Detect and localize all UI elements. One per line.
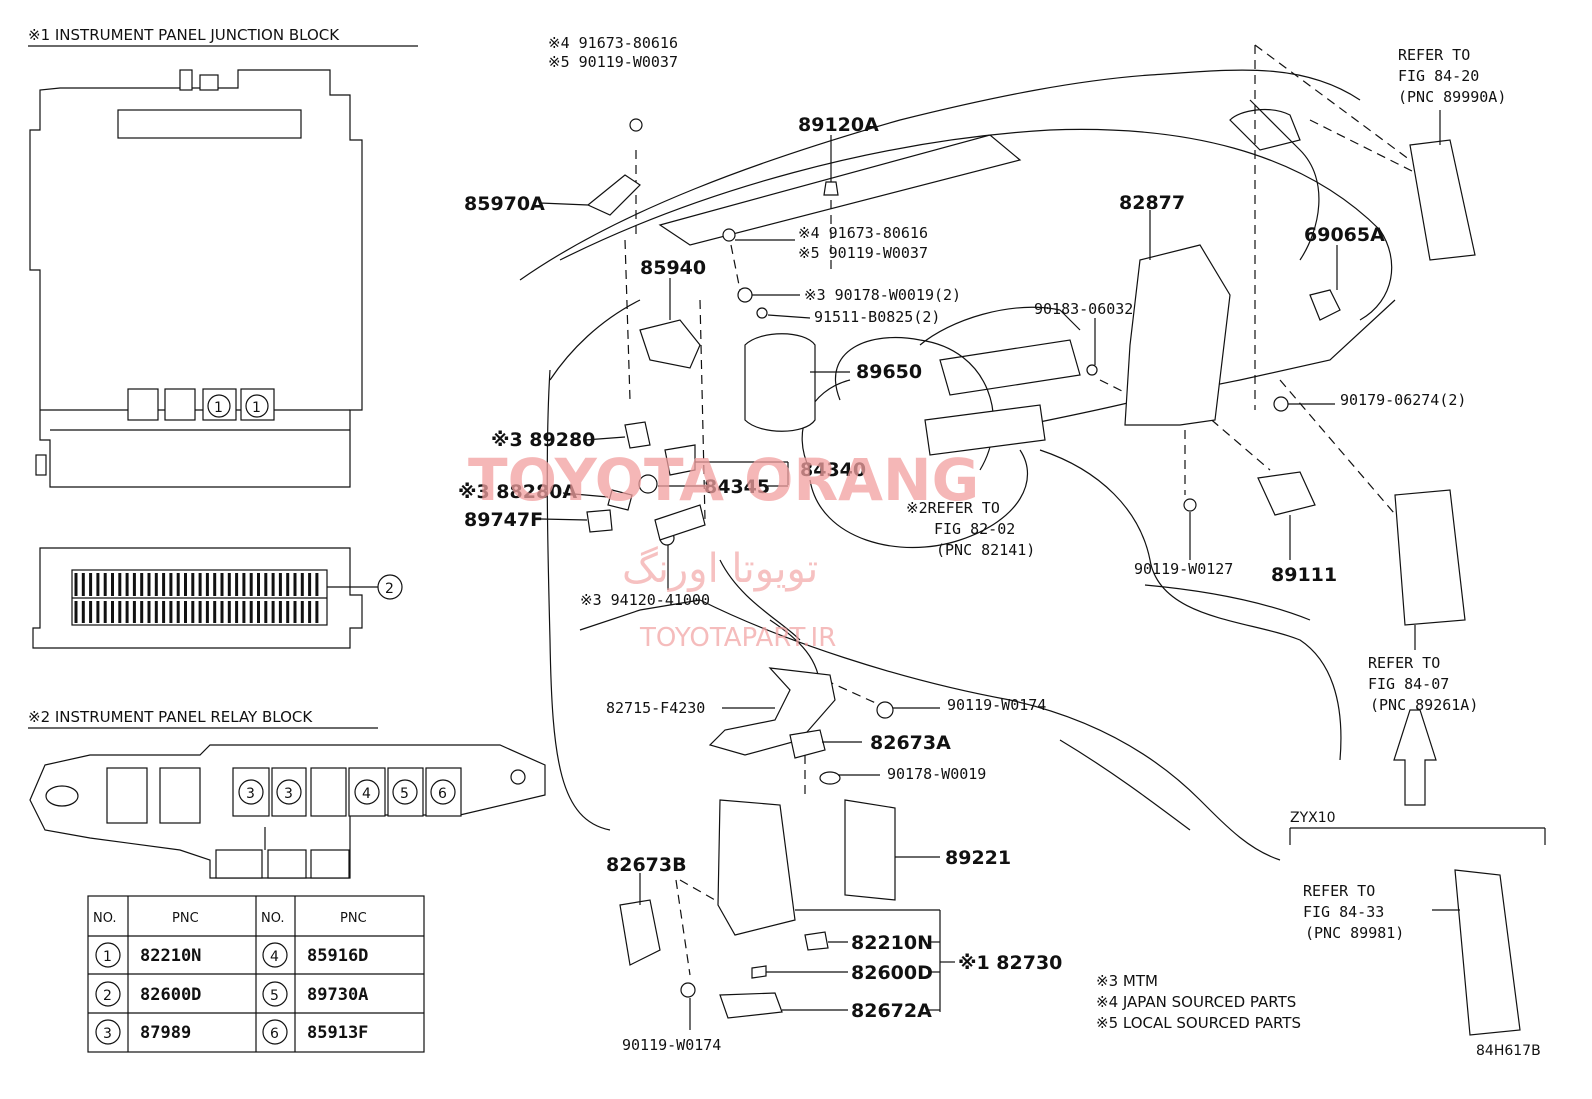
watermark-farsi: تویوتا اورنگ [622,546,818,592]
watermark-site: TOYOTAPART.IR [639,623,836,653]
label-refer-82-02-line1: ※2REFER TO [906,499,1000,517]
table-cell-pnc: 87989 [140,1023,191,1043]
label-90119-w0174-b: 90119-W0174 [622,1036,721,1054]
table-cell-pnc: 85916D [307,946,368,966]
label-refer-84-33-line3: (PNC 89981) [1305,924,1404,942]
label-82600d: 82600D [851,962,933,984]
part-labels: ※4 91673-80616 ※5 90119-W0037 85970A 891… [458,34,1541,1059]
label-91673-a: ※4 91673-80616 [548,34,678,52]
table-row-no: 3 [103,1026,112,1042]
label-90183: 90183-06032 [1034,300,1133,318]
table-cell-pnc: 89730A [307,985,368,1005]
label-89221: 89221 [945,847,1011,869]
label-89280: ※3 89280 [491,429,595,451]
label-84345: 84345 [704,476,770,498]
callout-2: 2 [385,581,394,597]
label-refer-84-07-line2: FIG 84-07 [1368,675,1449,693]
label-refer-82-02-line3: (PNC 82141) [936,541,1035,559]
label-82672a: 82672A [851,1000,932,1022]
label-94120: ※3 94120-41000 [580,591,710,609]
label-82715: 82715-F4230 [606,699,705,717]
label-refer-84-07-line3: (PNC 89261A) [1370,696,1478,714]
table-header-no-a: NO. [93,911,117,926]
watermark-brand: TOYOTA ORANG [468,446,979,514]
label-84340: 84340 [800,459,866,481]
part-shapes [586,118,1521,1036]
junction-block-drawing: ※1 INSTRUMENT PANEL JUNCTION BLOCK [28,26,418,488]
label-88280a: ※3 88280A [458,481,577,503]
label-refer-82-02-line2: FIG 82-02 [934,520,1015,538]
label-refer-84-20-line3: (PNC 89990A) [1398,88,1506,106]
callout-4: 4 [362,786,371,802]
table-row-no: 2 [103,988,112,1004]
label-82730: ※1 82730 [958,952,1062,974]
label-refer-84-33-line1: REFER TO [1303,882,1375,900]
label-82877: 82877 [1119,192,1185,214]
label-90119-w0127: 90119-W0127 [1134,560,1233,578]
note-japan-sourced: ※4 JAPAN SOURCED PARTS [1096,993,1296,1011]
label-89120a: 89120A [798,114,879,136]
table-row-no: 1 [103,949,112,965]
label-82673b: 82673B [606,854,687,876]
label-90178-2: ※3 90178-W0019(2) [804,286,961,304]
callout-6: 6 [438,786,447,802]
dashboard-outline [519,69,1396,861]
label-82210n: 82210N [851,932,933,954]
label-90119-a: ※5 90119-W0037 [548,53,678,71]
label-85970a: 85970A [464,193,545,215]
callout-1a: 1 [214,400,223,416]
label-refer-84-20-line2: FIG 84-20 [1398,67,1479,85]
label-90179: 90179-06274(2) [1340,391,1466,409]
callout-circles: 1 1 2 3 3 4 5 6 [207,394,456,805]
note-mtm: ※3 MTM [1096,972,1158,990]
table-cell-pnc: 82600D [140,985,201,1005]
junction-block-title: ※1 INSTRUMENT PANEL JUNCTION BLOCK [28,26,340,44]
callout-5: 5 [400,786,409,802]
table-header-pnc-a: PNC [172,911,199,926]
table-row-no: 6 [270,1026,279,1042]
callout-3a: 3 [246,786,255,802]
watermark: TOYOTA ORANG تویوتا اورنگ TOYOTAPART.IR [468,446,979,653]
label-89650: 89650 [856,361,922,383]
table-header-pnc-b: PNC [340,911,367,926]
pnc-table: NO. PNC NO. PNC 1 82210N 4 85916D 2 8260… [87,895,425,1053]
callout-1b: 1 [252,400,261,416]
table-row-no: 5 [270,988,279,1004]
label-90119-b: ※5 90119-W0037 [798,244,928,262]
note-local-sourced: ※5 LOCAL SOURCED PARTS [1096,1014,1301,1032]
fuse-strip-drawing [32,547,378,649]
label-89111: 89111 [1271,564,1337,586]
table-header-no-b: NO. [261,911,285,926]
label-90178: 90178-W0019 [887,765,986,783]
table-cell-pnc: 82210N [140,946,201,966]
label-refer-84-33-line2: FIG 84-33 [1303,903,1384,921]
label-90119-w0174-a: 90119-W0174 [947,696,1046,714]
table-cell-pnc: 85913F [307,1023,368,1043]
label-82673a: 82673A [870,732,951,754]
label-zyx10: ZYX10 [1290,810,1336,826]
leader-lines [539,110,1546,1030]
label-69065a: 69065A [1304,224,1385,246]
relay-block-title: ※2 INSTRUMENT PANEL RELAY BLOCK [28,708,313,726]
diagram-code: 84H617B [1476,1043,1541,1059]
label-91673-b: ※4 91673-80616 [798,224,928,242]
label-91511: 91511-B0825(2) [814,308,940,326]
table-row-no: 4 [270,949,279,965]
label-refer-84-20-line1: REFER TO [1398,46,1470,64]
callout-3b: 3 [284,786,293,802]
label-refer-84-07-line1: REFER TO [1368,654,1440,672]
label-85940: 85940 [640,257,706,279]
label-89747f: 89747F [464,509,543,531]
